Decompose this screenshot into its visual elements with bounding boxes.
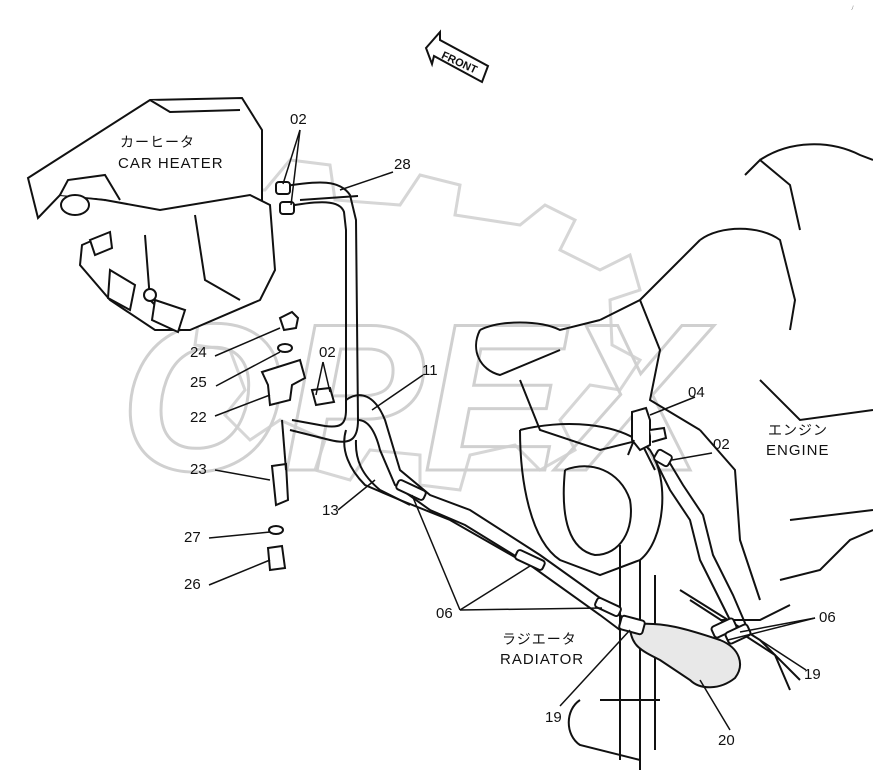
radiator-label-jp: ラジエータ [502, 631, 577, 647]
lower-radiator-hose [628, 622, 741, 689]
car-heater-label-jp: カーヒータ [120, 134, 195, 150]
front-arrow-icon [424, 29, 490, 84]
callout-02-mid: 02 [319, 344, 336, 361]
callout-27: 27 [184, 529, 201, 546]
callout-04: 04 [688, 384, 705, 401]
callout-02-right: 02 [713, 436, 730, 453]
callout-25: 25 [190, 374, 207, 391]
engine-label-jp: エンジン [768, 422, 828, 438]
valve-04-drawing [627, 406, 668, 456]
engine-label-en: ENGINE [766, 442, 830, 459]
radiator-label-en: RADIATOR [500, 651, 585, 668]
leader-lines [208, 129, 816, 731]
callout-13: 13 [322, 502, 339, 519]
callout-22: 22 [190, 409, 207, 426]
callout-06-left: 06 [436, 605, 453, 622]
callout-26: 26 [184, 576, 201, 593]
callout-06-right: 06 [819, 609, 836, 626]
corner-mark: ﾉ [851, 6, 855, 12]
callout-28: 28 [394, 156, 411, 173]
car-heater-label-en: CAR HEATER [118, 155, 224, 172]
engine-drawing [475, 143, 873, 621]
callout-19-bottom: 19 [545, 709, 562, 726]
callout-02-top: 02 [290, 111, 307, 128]
callout-23: 23 [190, 461, 207, 478]
hose-lines [279, 181, 749, 631]
callout-24: 24 [190, 344, 207, 361]
bracket-parts [260, 310, 336, 572]
callout-19-right: 19 [804, 666, 821, 683]
callout-20: 20 [718, 732, 735, 749]
hose-clamps [275, 181, 752, 645]
callout-11: 11 [422, 362, 438, 379]
car-heater-drawing [26, 96, 277, 334]
